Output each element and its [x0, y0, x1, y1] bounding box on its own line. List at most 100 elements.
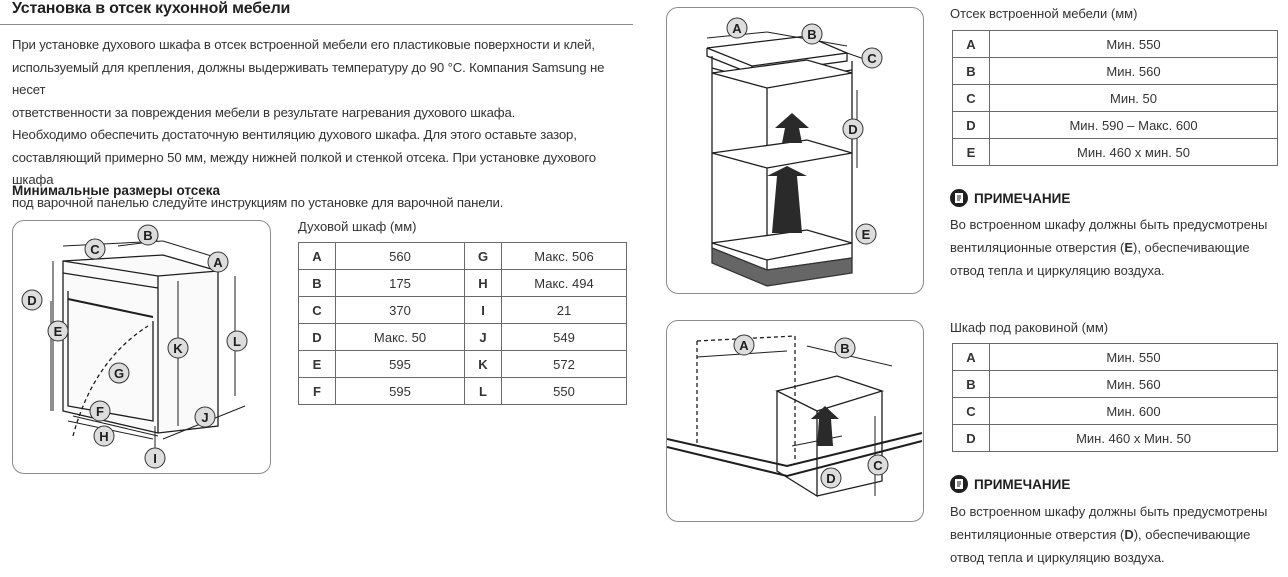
- svg-text:E: E: [862, 227, 871, 242]
- diagram-label: C: [867, 454, 889, 476]
- dimension-key: G: [464, 242, 502, 270]
- svg-text:D: D: [848, 122, 857, 137]
- diagram-label: D: [820, 467, 842, 489]
- dimension-key: A: [952, 30, 990, 58]
- dimension-key: F: [298, 377, 336, 405]
- dimension-key: J: [464, 323, 502, 351]
- svg-text:H: H: [99, 429, 108, 444]
- sink-note-heading: ПРИМЕЧАНИЕ: [950, 475, 1070, 493]
- dimension-key: D: [298, 323, 336, 351]
- dimension-value: 560: [335, 242, 465, 270]
- dimension-value: Мин. 560: [989, 57, 1278, 85]
- note-text-post: ), обеспечивающие отвод тепла и циркуляц…: [950, 240, 1250, 278]
- intro-line: Необходимо обеспечить достаточную вентил…: [12, 127, 577, 142]
- dimension-value: Мин. 550: [989, 343, 1278, 371]
- builtin-diagram: A B C D E: [706, 17, 883, 287]
- diagram-label: A: [733, 334, 755, 356]
- diagram-label: B: [801, 23, 823, 45]
- dimension-key: H: [464, 269, 502, 297]
- svg-text:I: I: [153, 451, 157, 466]
- svg-text:J: J: [201, 410, 208, 425]
- diagram-label: B: [834, 337, 856, 359]
- dimension-value: Мин. 590 – Макс. 600: [989, 111, 1278, 139]
- svg-text:F: F: [96, 404, 104, 419]
- dimension-value: 175: [335, 269, 465, 297]
- sink-diagram: A B C D: [667, 334, 923, 498]
- note-text-pre: Во встроенном шкафу должны быть предусмо…: [950, 504, 1268, 542]
- dimension-value: 572: [501, 350, 627, 378]
- diagram-label: K: [167, 337, 189, 359]
- dimension-key: C: [298, 296, 336, 324]
- sink-note-text: Во встроенном шкафу должны быть предусмо…: [950, 500, 1280, 569]
- min-dims-title: Минимальные размеры отсека: [12, 183, 221, 198]
- builtin-note-heading: ПРИМЕЧАНИЕ: [950, 189, 1070, 207]
- svg-text:B: B: [807, 27, 816, 42]
- dimension-value: 370: [335, 296, 465, 324]
- diagram-label: C: [861, 47, 883, 69]
- svg-text:C: C: [873, 458, 883, 473]
- svg-text:B: B: [840, 341, 849, 356]
- dimension-value: Мин. 550: [989, 30, 1278, 58]
- dimension-value: Мин. 560: [989, 370, 1278, 398]
- dimension-value: Макс. 50: [335, 323, 465, 351]
- diagram-label: F: [89, 400, 111, 422]
- dimension-value: Макс. 494: [501, 269, 627, 297]
- dimension-value: 21: [501, 296, 627, 324]
- note-icon: [950, 189, 968, 207]
- diagram-label: C: [84, 238, 106, 260]
- intro-line: составляющий примерно 50 мм, между нижне…: [12, 149, 596, 188]
- dimension-key: A: [952, 343, 990, 371]
- svg-text:A: A: [732, 21, 742, 36]
- note-text-pre: Во встроенном шкафу должны быть предусмо…: [950, 217, 1268, 255]
- dimension-value: 550: [501, 377, 627, 405]
- svg-text:A: A: [213, 255, 223, 270]
- oven-diagram: C B A D E K L G F J H I: [21, 224, 248, 469]
- note-title: ПРИМЕЧАНИЕ: [974, 190, 1071, 206]
- dimension-key: B: [298, 269, 336, 297]
- diagram-label: B: [137, 224, 159, 246]
- section-title: Установка в отсек кухонной мебели: [12, 0, 291, 17]
- builtin-note-text: Во встроенном шкафу должны быть предусмо…: [950, 213, 1280, 282]
- diagram-label: D: [21, 289, 43, 311]
- dimension-value: 595: [335, 377, 465, 405]
- diagram-label: D: [842, 118, 864, 140]
- title-divider: [0, 24, 633, 25]
- dimension-value: 549: [501, 323, 627, 351]
- diagram-label: J: [194, 406, 216, 428]
- sink-diagram-panel: A B C D: [666, 320, 924, 522]
- diagram-label: G: [108, 362, 130, 384]
- dimension-key: A: [298, 242, 336, 270]
- diagram-label: L: [226, 330, 248, 352]
- note-icon: [950, 475, 968, 493]
- dimension-value: Мин. 600: [989, 397, 1278, 425]
- dimension-key: C: [952, 84, 990, 112]
- note-key: D: [1124, 527, 1134, 542]
- dimension-key: L: [464, 377, 502, 405]
- intro-line: используемый для крепления, должны выдер…: [12, 59, 605, 98]
- svg-text:G: G: [114, 366, 124, 381]
- intro-line: ответственности за повреждения мебели в …: [12, 104, 516, 120]
- dimension-value: Мин. 50: [989, 84, 1278, 112]
- note-text-post: ), обеспечивающие отвод тепла и циркуляц…: [950, 527, 1251, 565]
- intro-text: При установке духового шкафа в отсек вст…: [12, 34, 632, 214]
- note-key: E: [1124, 240, 1133, 255]
- dimension-key: C: [952, 397, 990, 425]
- dimension-key: B: [952, 57, 990, 85]
- svg-text:D: D: [826, 471, 835, 486]
- diagram-label: E: [855, 223, 877, 245]
- intro-line: под варочной панелью следуйте инструкция…: [12, 194, 504, 210]
- svg-text:K: K: [173, 341, 183, 356]
- dimension-key: K: [464, 350, 502, 378]
- dimension-key: D: [952, 424, 990, 452]
